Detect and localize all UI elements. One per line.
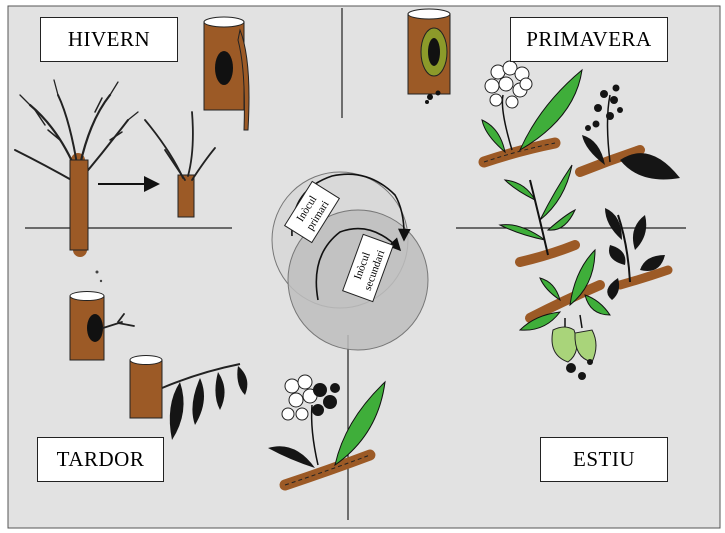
spring-spore-log (408, 9, 450, 104)
season-label-autumn: TARDOR (37, 437, 164, 482)
season-label-summer: ESTIU (540, 437, 668, 482)
season-label-spring: PRIMAVERA (510, 17, 668, 62)
season-label-winter: HIVERN (40, 17, 178, 62)
winter-trunk-fill (70, 160, 88, 250)
